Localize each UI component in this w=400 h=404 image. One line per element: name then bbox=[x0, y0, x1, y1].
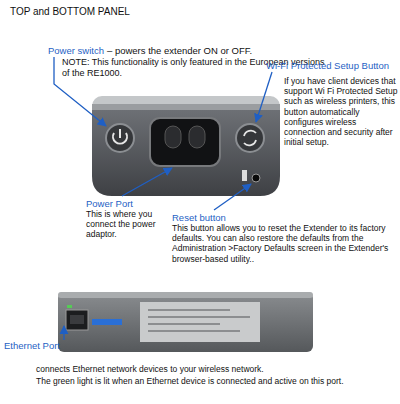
reset-hole bbox=[252, 174, 260, 182]
part-description: This button allows you to reset the Exte… bbox=[172, 223, 396, 264]
ethernet-port bbox=[66, 310, 88, 330]
part-description: If you have client devices that support … bbox=[284, 76, 398, 147]
part-name: Reset button bbox=[172, 212, 226, 223]
status-light bbox=[67, 305, 72, 308]
panel-title: TOP and BOTTOM PANEL bbox=[10, 6, 130, 18]
part-description: The green light is lit when an Ethernet … bbox=[36, 376, 396, 386]
port-sticker bbox=[92, 319, 122, 325]
part-name: Power switch bbox=[48, 45, 104, 56]
product-label bbox=[140, 302, 260, 342]
reset-mark bbox=[242, 170, 247, 181]
part-name: Ethernet Port bbox=[4, 340, 60, 351]
part-description: This is where you connect the power adap… bbox=[86, 209, 168, 240]
power-port bbox=[150, 118, 220, 166]
part-note: – powers the extender ON or OFF. bbox=[107, 45, 252, 56]
part-description: connects Ethernet network devices to you… bbox=[36, 364, 396, 374]
wps-button bbox=[236, 124, 264, 152]
power-switch bbox=[106, 124, 134, 152]
part-name: Wi-Fi Protected Setup Button bbox=[266, 60, 389, 71]
leader-lines bbox=[54, 57, 272, 340]
extender-top bbox=[92, 96, 280, 196]
part-name: Power Port bbox=[86, 198, 133, 209]
extender-bottom bbox=[58, 292, 313, 352]
